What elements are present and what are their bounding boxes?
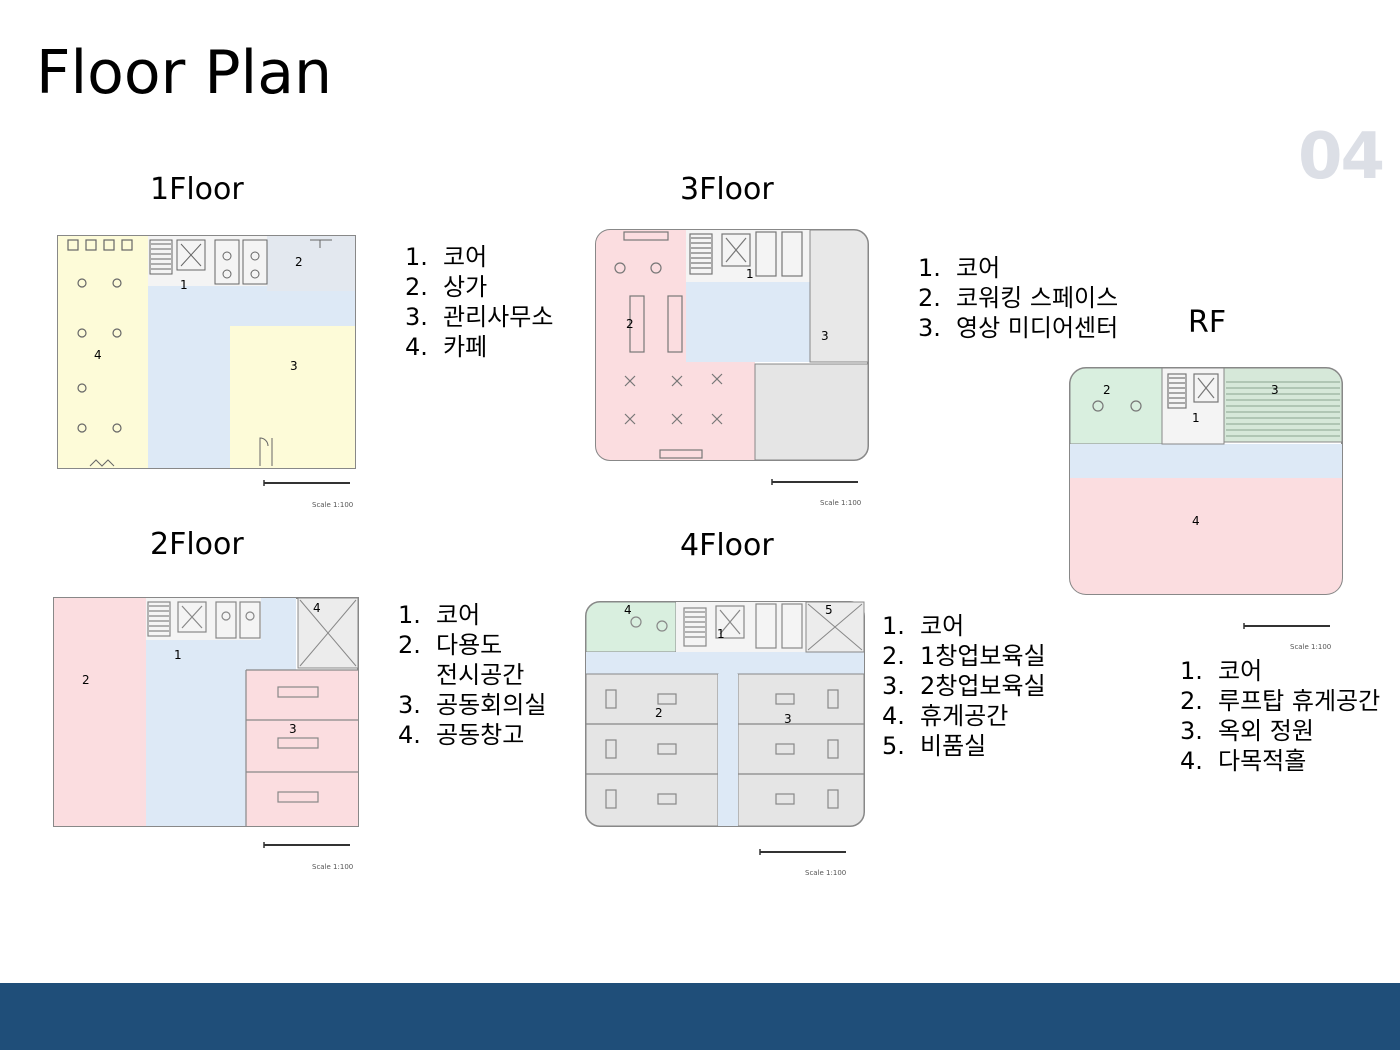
legend-item: 4.공동창고 (398, 721, 525, 749)
f3-cowork-zone (596, 230, 755, 460)
page-title: Floor Plan (36, 38, 332, 108)
f4-mark-3: 3 (784, 712, 792, 726)
f3-mark-2: 2 (626, 317, 634, 331)
f2-scale: Scale 1:100 (312, 863, 353, 871)
rf-core-zone (1070, 444, 1342, 478)
f3-core-zone (686, 280, 810, 362)
f4-core-zone (586, 652, 864, 674)
rf-mark-1: 1 (1192, 411, 1200, 425)
f3-media-zone (809, 229, 869, 363)
f4-mark-1: 1 (717, 627, 725, 641)
floor-rf-legend: 1.코어 2.루프탑 휴게공간 3.옥외 정원 4.다목적홀 (1180, 656, 1380, 776)
floor-2-legend: 1.코어 2.다용도 전시공간 3.공동회의실 4.공동창고 (398, 600, 546, 750)
floor-1-legend: 1.코어 2.상가 3.관리사무소 4.카페 (405, 242, 553, 362)
f4-mark-4: 4 (624, 603, 632, 617)
legend-item: 4.카페 (405, 333, 488, 361)
f3-mark-1: 1 (746, 267, 754, 281)
legend-item: 2.다용도 (398, 631, 503, 659)
floor-rf-plan: 1 2 3 4 Scale 1:100 (1069, 367, 1343, 651)
f2-exhibit-zone (54, 598, 146, 826)
f1-mark-4: 4 (94, 348, 102, 362)
legend-item: 3.공동회의실 (398, 691, 547, 719)
f1-cafe-zone (58, 236, 148, 468)
legend-item: 1.코어 (918, 254, 1001, 282)
legend-item: 5.비품실 (882, 732, 987, 760)
f2-mark-1: 1 (174, 648, 182, 662)
f4-scale: Scale 1:100 (805, 869, 846, 877)
legend-item: 1.코어 (882, 612, 965, 640)
legend-item: 2.루프탑 휴게공간 (1180, 687, 1381, 715)
floor-1-label: 1Floor (150, 172, 244, 207)
floor-4-label: 4Floor (680, 528, 774, 563)
f1-mark-1: 1 (180, 278, 188, 292)
rf-mark-3: 3 (1271, 383, 1279, 397)
f3-scale: Scale 1:100 (820, 499, 861, 507)
floor-3-label: 3Floor (680, 172, 774, 207)
legend-item: 전시공간 (436, 661, 525, 689)
legend-item: 3.옥외 정원 (1180, 717, 1314, 745)
floor-3-legend: 1.코어 2.코워킹 스페이스 3.영상 미디어센터 (918, 253, 1118, 343)
floor-2-plan: 1 2 3 4 Scale 1:100 (53, 597, 359, 871)
floor-4-legend: 1.코어 2.1창업보육실 3.2창업보육실 4.휴게공간 5.비품실 (882, 611, 1046, 761)
f2-mark-2: 2 (82, 673, 90, 687)
legend-item: 3.관리사무소 (405, 303, 554, 331)
f4-mark-5: 5 (825, 603, 833, 617)
legend-item: 1.코어 (1180, 657, 1263, 685)
rf-garden-zone (1223, 367, 1343, 443)
floor-rf-label: RF (1188, 305, 1227, 340)
legend-item: 1.코어 (398, 601, 481, 629)
f1-mark-2: 2 (295, 255, 303, 269)
legend-item: 2.코워킹 스페이스 (918, 284, 1119, 312)
f1-mark-3: 3 (290, 359, 298, 373)
legend-item: 2.상가 (405, 273, 488, 301)
f3-mark-3: 3 (821, 329, 829, 343)
f4-mark-2: 2 (655, 706, 663, 720)
floor-1-plan: 1 2 3 4 Scale 1:100 (57, 235, 356, 509)
f3-media-zone-lower (754, 363, 869, 461)
legend-item: 3.영상 미디어센터 (918, 314, 1119, 342)
f2-mark-3: 3 (289, 722, 297, 736)
f1-scale: Scale 1:100 (312, 501, 353, 509)
rf-mark-4: 4 (1192, 514, 1200, 528)
f1-office-zone (230, 326, 355, 468)
f1-shop-zone (267, 236, 355, 291)
floor-4-plan: 1 2 3 4 5 Scale 1:100 (585, 601, 865, 877)
f4-incubator-2-zone (737, 673, 865, 827)
legend-item: 2.1창업보육실 (882, 642, 1046, 670)
page-number: 04 (1298, 120, 1385, 194)
legend-item: 1.코어 (405, 243, 488, 271)
legend-item: 4.다목적홀 (1180, 747, 1307, 775)
legend-item: 3.2창업보육실 (882, 672, 1046, 700)
f2-mark-4: 4 (313, 601, 321, 615)
rf-hall-zone (1070, 478, 1342, 594)
rf-mark-2: 2 (1103, 383, 1111, 397)
rf-roof-lounge-zone (1069, 367, 1163, 445)
footer-bar (0, 983, 1400, 1050)
legend-item: 4.휴게공간 (882, 702, 1009, 730)
floor-2-label: 2Floor (150, 527, 244, 562)
f4-incubator-1-zone (585, 673, 719, 827)
rf-scale: Scale 1:100 (1290, 643, 1331, 651)
floor-3-plan: 1 2 3 Scale 1:100 (595, 229, 869, 507)
